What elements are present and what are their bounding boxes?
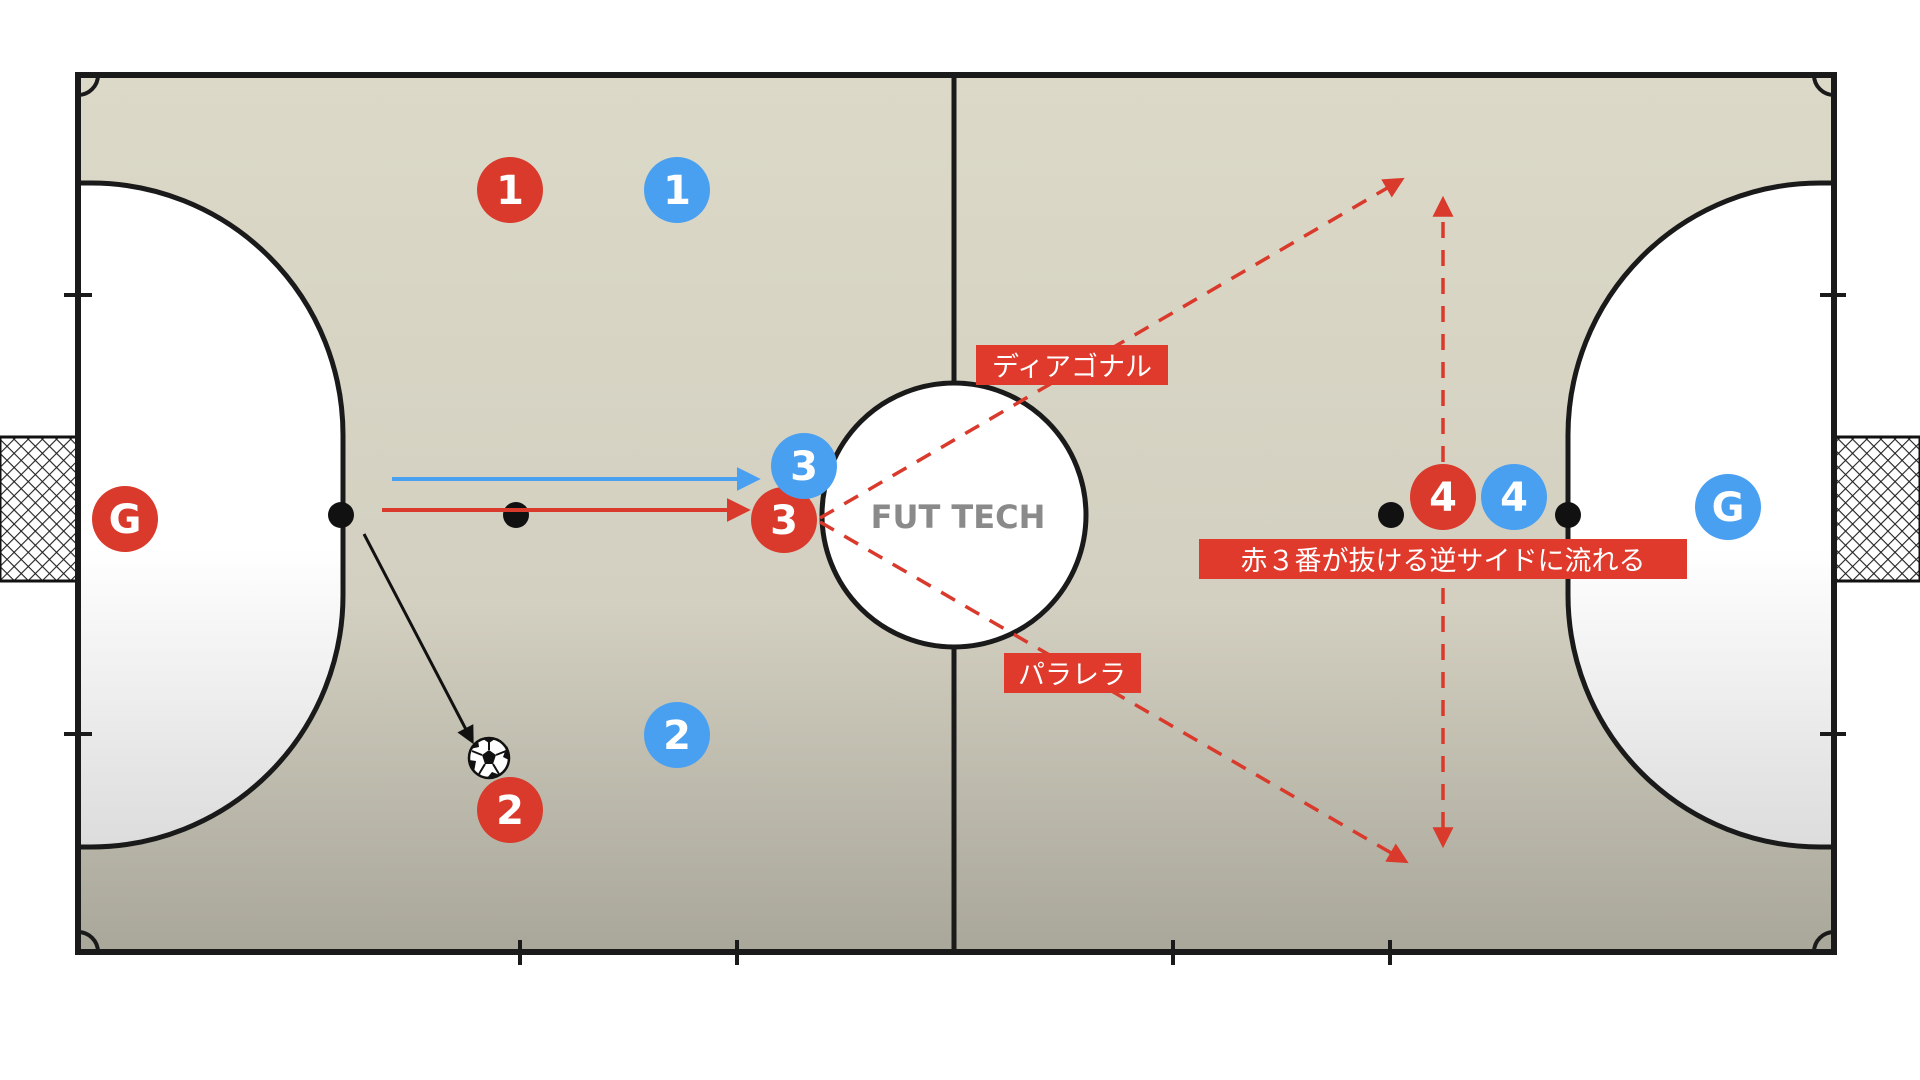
label-note: 赤３番が抜ける逆サイドに流れる <box>1199 539 1687 579</box>
red-player-1[interactable]: 1 <box>477 157 543 223</box>
svg-text:4: 4 <box>1429 475 1457 521</box>
blue-player-4[interactable]: 4 <box>1481 464 1547 530</box>
soccer-ball-icon[interactable] <box>467 736 511 780</box>
svg-text:3: 3 <box>770 498 798 544</box>
label-diagonal: ディアゴナル <box>976 345 1168 385</box>
corner-arc <box>1812 930 1835 953</box>
svg-text:赤３番が抜ける逆サイドに流れる: 赤３番が抜ける逆サイドに流れる <box>1241 546 1646 577</box>
label-parallel: パラレラ <box>1004 653 1141 693</box>
svg-text:パラレラ: パラレラ <box>1018 660 1126 691</box>
corner-arc <box>77 930 100 953</box>
penalty-spot-left <box>328 502 354 528</box>
svg-text:1: 1 <box>496 168 524 214</box>
blue-player-1[interactable]: 1 <box>644 157 710 223</box>
penalty-area-left <box>75 180 346 850</box>
svg-text:G: G <box>109 497 142 543</box>
court-tick-marks <box>64 293 1846 965</box>
blue-player-3[interactable]: 3 <box>771 433 837 499</box>
pass-arrow <box>362 533 474 745</box>
red-goalkeeper[interactable]: G <box>92 486 158 552</box>
goal-left <box>0 435 80 583</box>
goal-net-icon <box>1832 435 1920 583</box>
svg-text:3: 3 <box>790 444 818 490</box>
red-player-2[interactable]: 2 <box>477 777 543 843</box>
blue-goalkeeper[interactable]: G <box>1695 474 1761 540</box>
watermark: FUT TECH <box>871 498 1046 536</box>
svg-text:1: 1 <box>663 168 691 214</box>
svg-text:ディアゴナル: ディアゴナル <box>992 352 1152 383</box>
svg-text:2: 2 <box>496 788 524 834</box>
corner-arc <box>1812 74 1835 97</box>
svg-text:4: 4 <box>1500 475 1528 521</box>
red-player-3[interactable]: 3 <box>751 487 817 553</box>
second-penalty-spot-left <box>503 502 529 528</box>
svg-text:2: 2 <box>663 713 691 759</box>
blue-player-2[interactable]: 2 <box>644 702 710 768</box>
red-player-4[interactable]: 4 <box>1410 464 1476 530</box>
penalty-spot-right <box>1555 502 1581 528</box>
second-penalty-spot-right <box>1378 502 1404 528</box>
goal-net-icon <box>0 435 80 583</box>
svg-text:G: G <box>1712 485 1745 531</box>
corner-arc <box>77 74 100 97</box>
goal-right <box>1832 435 1920 583</box>
